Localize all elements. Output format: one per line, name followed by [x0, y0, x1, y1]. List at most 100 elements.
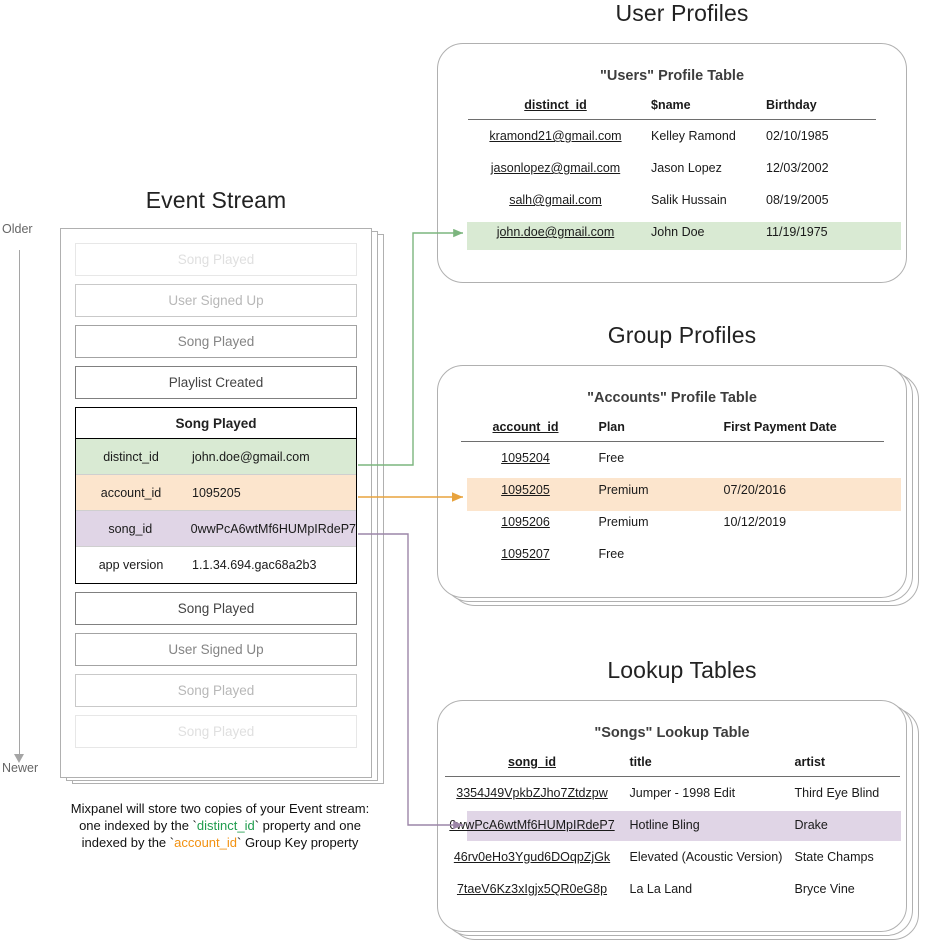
- cell-plan: Premium: [598, 515, 649, 529]
- cell-artist: Third Eye Blind: [794, 786, 880, 800]
- cell-first-payment-date: [724, 442, 884, 475]
- event-property-value: 1095205: [192, 485, 241, 500]
- table-row-highlighted[interactable]: 1095205 Premium 07/20/2016: [461, 474, 884, 506]
- songs-card: "Songs" Lookup Table song_id title artis…: [437, 700, 907, 932]
- time-axis-older-label: Older: [2, 222, 33, 236]
- event-row[interactable]: User Signed Up: [75, 633, 357, 666]
- user-profiles-title: User Profiles: [615, 0, 749, 26]
- accounts-table-title: "Accounts" Profile Table: [587, 390, 757, 406]
- event-property-song-id: song_id 0wwPcA6wtMf6HUMpIRdeP7: [76, 511, 356, 547]
- table-header-row: song_id title artist: [444, 755, 900, 777]
- table-header-row: account_id Plan First Payment Date: [460, 420, 884, 442]
- time-axis-newer-label: Newer: [2, 761, 39, 775]
- event-property-distinct-id: distinct_id john.doe@gmail.com: [76, 439, 356, 475]
- event-row[interactable]: Song Played: [75, 592, 357, 625]
- event-row[interactable]: User Signed Up: [75, 284, 357, 317]
- caption-line3-prefix: indexed by the `: [81, 835, 175, 850]
- caption-account-id-keyword: account_id: [174, 835, 237, 850]
- cell-name: John Doe: [651, 225, 705, 239]
- cell-title: La La Land: [629, 882, 693, 896]
- cell-account-id: 1095205: [501, 483, 550, 497]
- column-header-distinct-id: distinct_id: [468, 98, 643, 120]
- table-row[interactable]: jasonlopez@gmail.com Jason Lopez 12/03/2…: [468, 152, 876, 184]
- expanded-event-title: Song Played: [76, 408, 356, 439]
- cell-title: Hotline Bling: [629, 818, 700, 832]
- cell-song-id: 3354J49VpkbZJho7Ztdzpw: [456, 786, 608, 800]
- users-card: "Users" Profile Table distinct_id $name …: [437, 43, 907, 283]
- cell-birthday: 02/10/1985: [766, 129, 829, 143]
- caption-line-3: indexed by the `account_id` Group Key pr…: [40, 834, 400, 851]
- cell-name: Jason Lopez: [651, 161, 722, 175]
- event-row-label: User Signed Up: [168, 642, 264, 657]
- event-row[interactable]: Song Played: [75, 674, 357, 707]
- cell-artist: Bryce Vine: [794, 882, 855, 896]
- event-row[interactable]: Song Played: [75, 243, 357, 276]
- event-row-label: Song Played: [177, 601, 255, 616]
- column-header-title: title: [619, 755, 795, 777]
- table-row-highlighted[interactable]: 0wwPcA6wtMf6HUMpIRdeP7 Hotline Bling Dra…: [445, 809, 900, 841]
- cell-artist: Drake: [794, 818, 828, 832]
- event-row-label: Song Played: [177, 252, 255, 267]
- cell-account-id: 1095207: [501, 547, 550, 561]
- cell-first-payment-date: [724, 538, 884, 570]
- event-property-key: distinct_id: [103, 449, 159, 464]
- table-row[interactable]: salh@gmail.com Salik Hussain 08/19/2005: [468, 184, 876, 216]
- songs-table: song_id title artist 3354J49VpkbZJho7Ztd…: [444, 755, 900, 905]
- event-row-label: Song Played: [177, 683, 255, 698]
- lookup-tables-title: Lookup Tables: [607, 657, 757, 683]
- expanded-event-card[interactable]: Song Played distinct_id john.doe@gmail.c…: [75, 407, 357, 584]
- cell-song-id: 46rv0eHo3Ygud6DOqpZjGk: [453, 850, 611, 864]
- event-row-label: User Signed Up: [168, 293, 264, 308]
- accounts-card: "Accounts" Profile Table account_id Plan…: [437, 365, 907, 598]
- event-property-key: account_id: [100, 485, 162, 500]
- cell-account-id: 1095206: [501, 515, 550, 529]
- caption-line2-suffix: ` property and one: [254, 818, 361, 833]
- cell-plan: Free: [598, 451, 625, 465]
- table-row-highlighted[interactable]: john.doe@gmail.com John Doe 11/19/1975: [468, 216, 876, 248]
- column-header-birthday: Birthday: [766, 98, 876, 120]
- cell-song-id: 0wwPcA6wtMf6HUMpIRdeP7: [449, 818, 615, 832]
- cell-birthday: 11/19/1975: [766, 225, 828, 239]
- cell-artist: State Champs: [794, 850, 874, 864]
- table-row[interactable]: 1095204 Free: [461, 442, 884, 475]
- caption-line2-prefix: one indexed by the `: [79, 818, 197, 833]
- cell-birthday: 12/03/2002: [766, 161, 829, 175]
- event-stream-list: Song Played User Signed Up Song Played P…: [75, 243, 357, 763]
- table-row[interactable]: 3354J49VpkbZJho7Ztdzpw Jumper - 1998 Edi…: [445, 777, 900, 810]
- event-property-app-version: app version 1.1.34.694.gac68a2b3: [76, 547, 356, 583]
- diagram-caption: Mixpanel will store two copies of your E…: [40, 800, 400, 851]
- table-row[interactable]: 1095206 Premium 10/12/2019: [461, 506, 884, 538]
- event-row-label: Song Played: [177, 334, 255, 349]
- cell-name: Kelley Ramond: [651, 129, 736, 143]
- cell-distinct-id: jasonlopez@gmail.com: [490, 161, 621, 175]
- event-row-label: Song Played: [177, 724, 255, 739]
- table-row[interactable]: kramond21@gmail.com Kelley Ramond 02/10/…: [468, 120, 876, 153]
- cell-song-id: 7taeV6Kz3xIgjx5QR0eG8p: [456, 882, 608, 896]
- table-row[interactable]: 1095207 Free: [461, 538, 884, 570]
- event-property-value: john.doe@gmail.com: [192, 449, 310, 464]
- users-table: distinct_id $name Birthday kramond21@gma…: [468, 98, 876, 248]
- event-row-label: Playlist Created: [168, 375, 264, 390]
- event-property-value: 0wwPcA6wtMf6HUMpIRdeP7: [190, 521, 356, 536]
- songs-table-title: "Songs" Lookup Table: [594, 725, 750, 741]
- column-header-account-id: account_id: [460, 420, 591, 442]
- event-row[interactable]: Song Played: [75, 715, 357, 748]
- cell-first-payment-date: 07/20/2016: [723, 483, 787, 497]
- accounts-table: account_id Plan First Payment Date 10952…: [460, 420, 884, 570]
- column-header-song-id: song_id: [444, 755, 620, 777]
- cell-birthday: 08/19/2005: [766, 193, 829, 207]
- event-property-value: 1.1.34.694.gac68a2b3: [192, 558, 317, 572]
- event-row[interactable]: Song Played: [75, 325, 357, 358]
- songs-row-highlight: [467, 811, 901, 841]
- cell-account-id: 1095204: [501, 451, 550, 465]
- table-row[interactable]: 7taeV6Kz3xIgjx5QR0eG8p La La Land Bryce …: [445, 873, 900, 905]
- table-row[interactable]: 46rv0eHo3Ygud6DOqpZjGk Elevated (Acousti…: [445, 841, 900, 873]
- accounts-row-highlight: [467, 478, 901, 511]
- caption-line-2: one indexed by the `distinct_id` propert…: [40, 817, 400, 834]
- event-stream-card: Song Played User Signed Up Song Played P…: [60, 228, 372, 778]
- column-header-name: $name: [643, 98, 766, 120]
- event-property-key: app version: [98, 558, 164, 572]
- event-row[interactable]: Playlist Created: [75, 366, 357, 399]
- caption-line3-suffix: ` Group Key property: [237, 835, 359, 850]
- column-header-artist: artist: [794, 755, 900, 777]
